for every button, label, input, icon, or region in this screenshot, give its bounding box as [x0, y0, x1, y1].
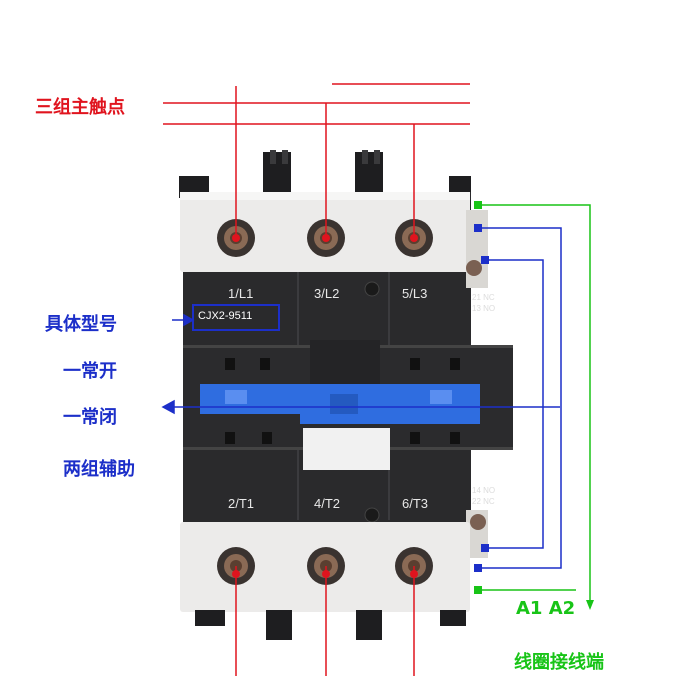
model-number: CJX2-9511 [198, 310, 253, 322]
aux-wiring-lines [479, 227, 562, 569]
model-arrow [172, 313, 195, 327]
bottom-black-posts [195, 610, 466, 640]
model-label: 具体型号 [45, 314, 117, 335]
coil-a1-a2-label: A1 A2 [516, 598, 576, 619]
aux-contact-windows [225, 358, 460, 444]
terminal-red-dots [232, 234, 418, 578]
body-divider-left [297, 270, 299, 345]
no-contact-label: 一常开 [63, 361, 117, 382]
bottom-terminal-screws [217, 547, 433, 585]
aux-bottom-nc: 22 NC [472, 497, 495, 506]
body-divider-left-lower [297, 450, 299, 520]
model-highlight-box [192, 304, 280, 331]
terminal-label-t3: 6/T3 [402, 496, 429, 511]
aux-terminal-top [466, 210, 488, 288]
aux-top-no: 13 NO [472, 304, 496, 313]
coil-terminal-label: 线圈接线端 [514, 652, 604, 673]
main-contacts-label: 三组主触点 [35, 97, 125, 118]
body-divider-right-lower [388, 450, 390, 520]
nc-contact-label: 一常闭 [63, 407, 117, 428]
white-window [303, 428, 390, 470]
top-black-posts [179, 150, 471, 198]
aux-groups-label: 两组辅助 [63, 459, 135, 480]
main-contact-leader-lines [163, 83, 470, 676]
aux-bottom-no: 14 NO [472, 486, 496, 495]
body-divider-right [388, 270, 390, 345]
aux-top-nc: 21 NC [472, 293, 495, 302]
terminal-label-l1: 1/L1 [228, 286, 254, 301]
terminal-label-t1: 2/T1 [228, 496, 255, 511]
terminal-label-t2: 4/T2 [314, 496, 341, 511]
terminal-label-l3: 5/L3 [402, 286, 428, 301]
terminal-label-l2: 3/L2 [314, 286, 340, 301]
body-screw [364, 281, 380, 297]
coil-wiring-lines [479, 204, 591, 600]
nc-arrow [161, 399, 560, 415]
